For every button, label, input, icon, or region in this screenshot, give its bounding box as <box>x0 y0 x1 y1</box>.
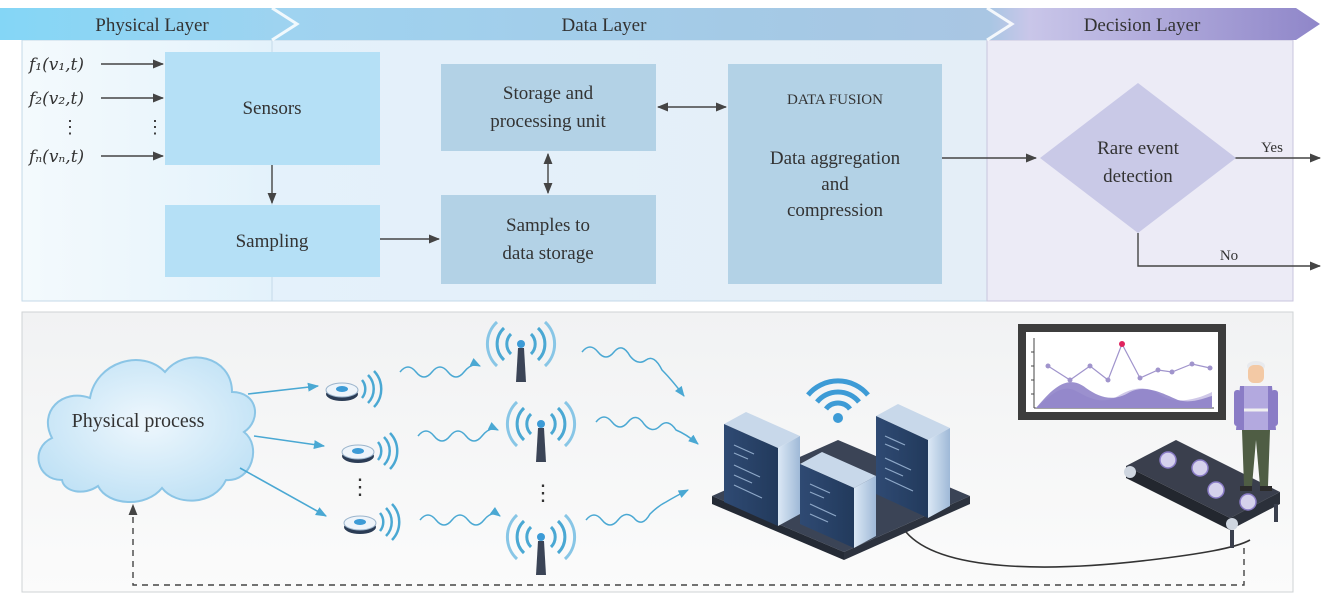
rare-event-marker <box>1119 341 1125 347</box>
antenna-tower-icon <box>505 513 577 575</box>
server-platform-edge <box>712 496 844 560</box>
decision-label-line2: detection <box>1103 166 1173 187</box>
cloud-to-sensor3 <box>239 467 327 517</box>
samples-block: Samples to data storage <box>441 195 656 284</box>
storage-block: Storage and processing unit <box>441 64 656 151</box>
data-fusion-block: DATA FUSION Data aggregation and compres… <box>728 64 942 284</box>
physical-chevron <box>271 6 300 42</box>
no-arrow <box>1137 233 1322 271</box>
wireless-links-2 <box>581 346 699 526</box>
header-band-shape <box>0 8 1320 40</box>
cloud-shape <box>37 356 256 503</box>
input-f1-label: f₁(v₁,t) <box>27 55 84 75</box>
dashboard-monitor <box>1018 324 1226 420</box>
sensor-device-icon <box>341 432 399 470</box>
physical-process-cloud: Physical process <box>37 356 256 503</box>
wireless-link <box>419 506 501 526</box>
samples-box <box>441 195 656 284</box>
storage-box <box>441 64 656 151</box>
input-fn-label: fₙ(vₙ,t) <box>27 147 84 167</box>
sampling-box <box>165 205 380 277</box>
gear-icon <box>1159 451 1257 511</box>
wifi-icon <box>806 378 870 423</box>
decision-chevron <box>986 6 1015 42</box>
monitor-chart <box>1031 338 1214 409</box>
server-rack-icon <box>876 404 950 518</box>
samples-label-line1: Samples to <box>506 215 590 236</box>
sensors-box <box>165 52 380 165</box>
storage-label-line1: Storage and <box>503 83 594 104</box>
wireless-link <box>417 422 499 442</box>
input-ellipsis-left: ⋮ <box>61 117 79 137</box>
connectors <box>267 102 1322 271</box>
antenna-tower-icon <box>485 320 557 382</box>
server-to-conveyor-cable <box>905 531 1251 568</box>
cloud-sensor-links <box>239 382 327 517</box>
antenna-tower-icon <box>505 400 577 462</box>
decision-node: Rare event detection Yes No <box>1040 83 1283 264</box>
iot-sensors: ⋮ <box>325 370 401 541</box>
input-ellipsis-right: ⋮ <box>146 117 164 137</box>
data-fusion-line2: and <box>821 174 849 195</box>
wireless-link <box>399 358 481 378</box>
feedback-dashed-arrow <box>128 503 1245 586</box>
storage-label-line2: processing unit <box>490 111 606 132</box>
data-fusion-box <box>728 64 942 284</box>
wireless-link <box>595 416 699 445</box>
data-fusion-line1: Data aggregation <box>770 148 901 169</box>
physical-layer-title: Physical Layer <box>95 15 209 36</box>
worker-figure <box>1234 361 1278 491</box>
samples-label-line2: data storage <box>502 243 593 264</box>
sensor-device-icon <box>343 503 401 541</box>
sampling-block: Sampling <box>165 205 380 277</box>
server-cluster <box>712 378 970 560</box>
tower-ellipsis: ⋮ <box>532 480 554 505</box>
server-rack-icon <box>724 412 800 526</box>
antenna-towers: ⋮ <box>485 320 577 575</box>
decision-layer-title: Decision Layer <box>1084 15 1201 36</box>
server-rack-icon <box>800 452 876 548</box>
decision-no-label: No <box>1220 248 1238 264</box>
wireless-link <box>585 489 689 526</box>
decision-label-line1: Rare event <box>1097 138 1179 159</box>
sensors-label: Sensors <box>242 98 301 119</box>
layer-header-band: Physical Layer Data Layer Decision Layer <box>0 6 1320 42</box>
sampling-label: Sampling <box>236 231 309 252</box>
conveyor-belt <box>1124 440 1280 548</box>
cloud-label: Physical process <box>72 410 205 432</box>
sensor-device-icon <box>325 370 383 408</box>
wireless-link <box>581 346 685 397</box>
data-fusion-line3: compression <box>787 200 884 221</box>
decision-yes-label: Yes <box>1261 140 1283 156</box>
sensors-block: Sensors <box>165 52 380 165</box>
sensor-ellipsis: ⋮ <box>349 474 371 499</box>
input-f2-label: f₂(v₂,t) <box>27 89 84 109</box>
cloud-to-sensor2 <box>253 435 326 450</box>
input-signals: f₁(v₁,t) f₂(v₂,t) ⋮ fₙ(vₙ,t) ⋮ <box>27 55 165 167</box>
wireless-links-1 <box>399 358 501 526</box>
data-fusion-title: DATA FUSION <box>787 92 883 108</box>
cloud-to-sensor1 <box>247 382 320 395</box>
data-layer-title: Data Layer <box>562 15 648 36</box>
decision-diamond <box>1040 83 1236 233</box>
